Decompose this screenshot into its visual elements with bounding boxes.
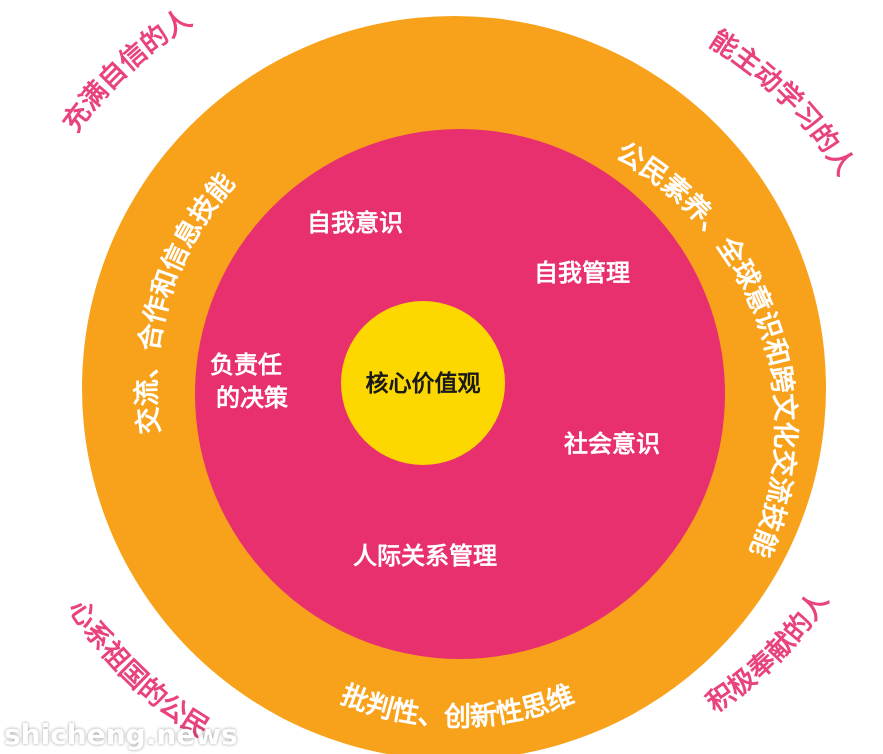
- core-circle: [341, 301, 505, 465]
- confident-person-label: 充满自信的人: [56, 3, 197, 137]
- core-label: 核心价值观: [366, 370, 481, 397]
- responsible-decision-label-line2: 的决策: [216, 384, 289, 412]
- watermark: shicheng.news: [4, 718, 238, 751]
- self-management-label: 自我管理: [534, 259, 630, 287]
- relationship-management-label: 人际关系管理: [353, 542, 497, 570]
- social-awareness-label: 社会意识: [564, 430, 660, 458]
- responsible-decision-label-line1: 负责任: [210, 351, 282, 379]
- self-awareness-label: 自我意识: [307, 209, 403, 237]
